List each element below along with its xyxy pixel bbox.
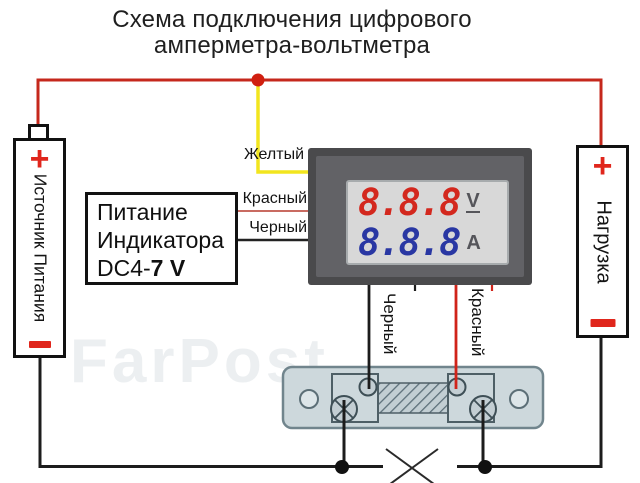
title-line-2: амперметра-вольтметра <box>153 32 431 59</box>
shunt-mount-hole-right <box>509 389 529 409</box>
amp-row: 8.8.8 A <box>358 223 507 263</box>
diagram-title: Схема подключения цифрового амперметра-в… <box>62 7 522 59</box>
negative-left-wire <box>38 357 383 468</box>
volt-reading: 8.8.8 <box>358 180 461 224</box>
power-box-line-1: Питание <box>97 199 188 225</box>
minus-sign <box>590 319 615 327</box>
junction-dot-right <box>478 460 492 474</box>
positive-red-wire <box>36 78 603 145</box>
amp-unit: A <box>466 231 481 254</box>
power-source-label: Источник Питания <box>30 173 50 323</box>
shunt-resistor <box>281 365 545 430</box>
plus-sign: + <box>29 140 50 178</box>
power-box-line-2: Индикатора <box>97 227 225 253</box>
power-source: + Источник Питания <box>13 138 66 358</box>
dc-prefix: DC4- <box>97 255 151 281</box>
meter-bezel: 8.8.8 V 8.8.8 A <box>316 156 524 277</box>
title-line-1: Схема подключения цифрового <box>112 6 472 33</box>
junction-dot-red <box>251 73 265 87</box>
shunt-mount-hole-left <box>299 389 319 409</box>
junction-dot-left <box>335 460 349 474</box>
minus-sign <box>28 341 51 348</box>
wire-cut-x-mark <box>385 448 439 483</box>
shunt-black-wire-label: Черный <box>380 293 399 355</box>
indicator-power-box: Питание Индикатора DC4-7 V <box>85 192 238 285</box>
red-wire-label: Красный <box>242 190 307 207</box>
volt-row: 8.8.8 V <box>358 183 507 223</box>
negative-right-wire <box>457 337 603 468</box>
yellow-wire <box>256 81 309 174</box>
yellow-wire-label: Желтый <box>243 146 304 163</box>
volt-unit: V <box>466 190 480 213</box>
load: + Нагрузка <box>576 145 629 338</box>
plus-sign: + <box>592 147 613 185</box>
shunt-red-wire-label: Красный <box>468 288 487 357</box>
shunt-element-hatched <box>369 382 457 414</box>
amp-reading: 8.8.8 <box>358 220 461 264</box>
power-box-line-3: DC4-7 V <box>97 254 235 282</box>
dc-value: 7 V <box>150 255 186 281</box>
load-label: Нагрузка <box>592 199 614 284</box>
black-wire-label: Черный <box>249 219 307 236</box>
meter-display: 8.8.8 V 8.8.8 A <box>346 180 509 265</box>
volt-ammeter-module: 8.8.8 V 8.8.8 A <box>308 148 532 285</box>
